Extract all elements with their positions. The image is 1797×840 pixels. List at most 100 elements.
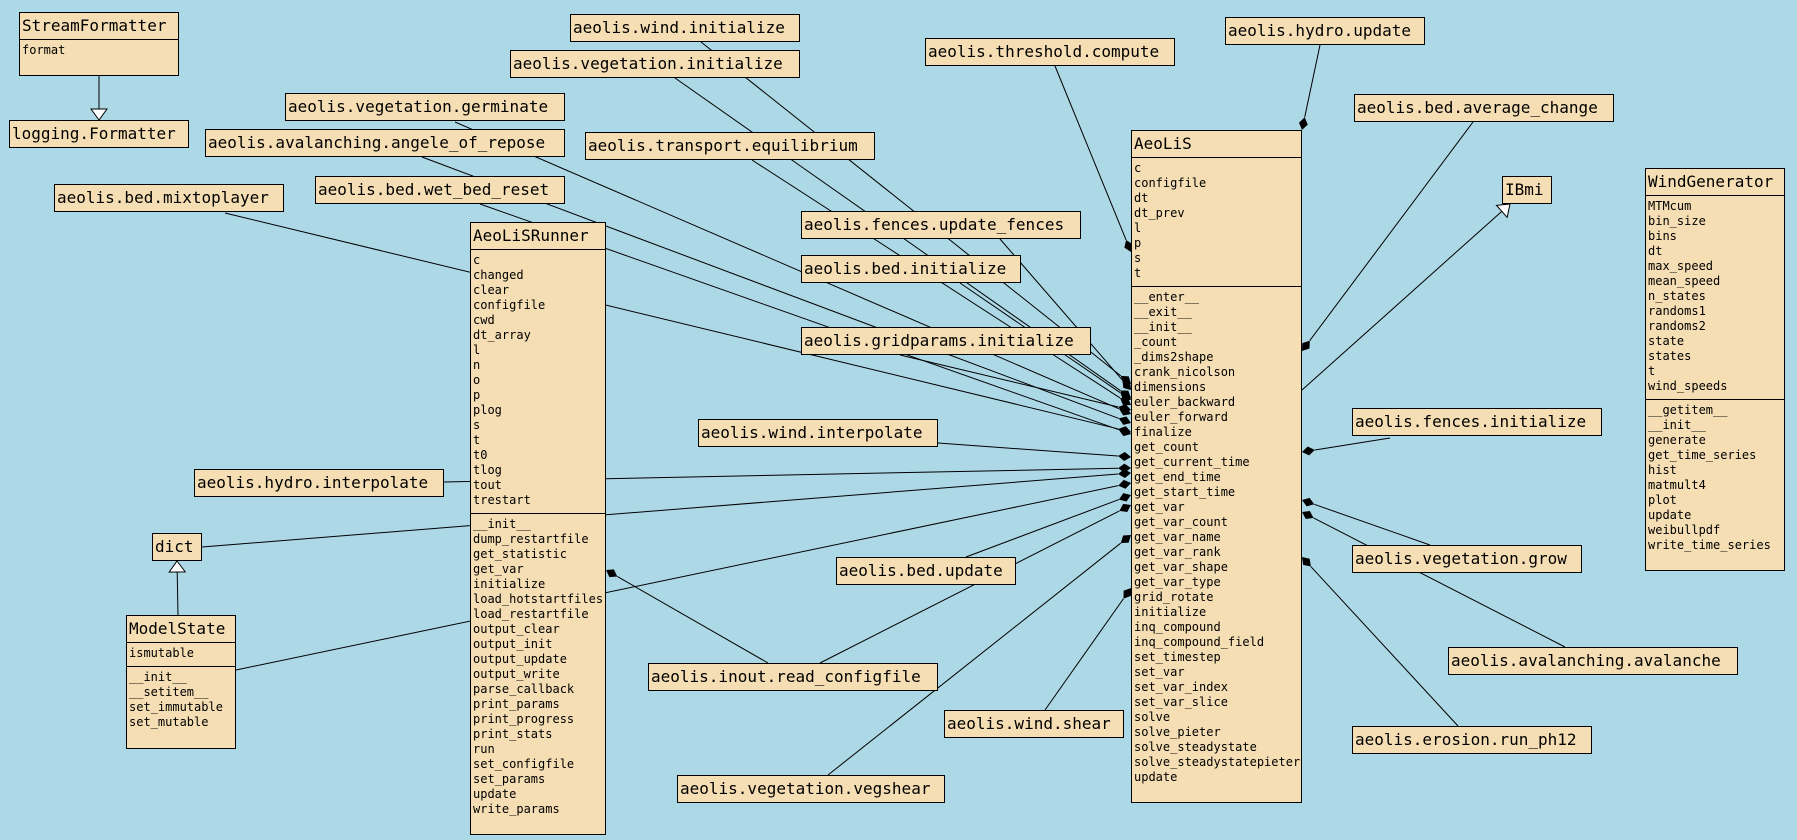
class-member: set_params: [473, 772, 546, 786]
class-member: randoms2: [1648, 319, 1706, 333]
composition-diamond: [1119, 407, 1131, 416]
node-avalanching-angele-of-repose[interactable]: aeolis.avalanching.angele_of_repose: [205, 129, 565, 157]
class-member: get_var_shape: [1134, 560, 1228, 574]
class-member: get_count: [1134, 440, 1200, 454]
class-member: changed: [473, 268, 524, 282]
class-member: s: [1134, 251, 1142, 265]
class-member: __getitem__: [1648, 403, 1728, 417]
class-member: update: [473, 787, 517, 801]
class-title: dict: [155, 537, 194, 556]
class-methods: format: [20, 39, 178, 63]
class-member: l: [473, 343, 481, 357]
composition-diamond: [1302, 557, 1311, 567]
node-vegetation-initialize[interactable]: aeolis.vegetation.initialize: [510, 50, 800, 78]
class-member: set_timestep: [1134, 650, 1221, 664]
node-bed-initialize[interactable]: aeolis.bed.initialize: [801, 255, 1021, 283]
class-member: max_speed: [1648, 259, 1714, 273]
edge-bed-update: [965, 499, 1120, 558]
class-member: p: [473, 388, 481, 402]
node-bed-mixtoplayer[interactable]: aeolis.bed.mixtoplayer: [54, 184, 284, 212]
class-member: grid_rotate: [1134, 590, 1214, 604]
class-member: randoms1: [1648, 304, 1706, 318]
edge-erosion-run-ph12: [1310, 566, 1459, 727]
node-threshold-compute[interactable]: aeolis.threshold.compute: [925, 38, 1175, 66]
class-member: bins: [1648, 229, 1677, 243]
node-wind-shear[interactable]: aeolis.wind.shear: [944, 710, 1124, 738]
edge-avalanching-avalanche: [1313, 517, 1566, 648]
node-bed-average-change[interactable]: aeolis.bed.average_change: [1354, 94, 1614, 122]
class-member: update: [1648, 508, 1692, 522]
class-member: __exit__: [1134, 305, 1192, 319]
class-member: solve: [1134, 710, 1171, 724]
class-member: get_var: [1134, 500, 1185, 514]
class-member: output_update: [473, 652, 567, 666]
class-member: dt_array: [473, 328, 531, 342]
class-member: output_write: [473, 667, 560, 681]
class-title: IBmi: [1505, 180, 1544, 199]
class-member: output_init: [473, 637, 553, 651]
node-bed-update[interactable]: aeolis.bed.update: [836, 557, 1016, 585]
node-vegetation-germinate[interactable]: aeolis.vegetation.germinate: [285, 93, 565, 121]
class-member: get_start_time: [1134, 485, 1236, 499]
class-member: print_progress: [473, 712, 575, 726]
class-member: format: [22, 43, 66, 57]
class-member: __init__: [129, 670, 187, 684]
node-erosion-run-ph12[interactable]: aeolis.erosion.run_ph12: [1352, 726, 1592, 754]
node-fences-initialize[interactable]: aeolis.fences.initialize: [1352, 408, 1602, 436]
node-inout-read-configfile[interactable]: aeolis.inout.read_configfile: [648, 663, 938, 691]
class-member: load_restartfile: [473, 607, 589, 621]
node-wind-initialize[interactable]: aeolis.wind.initialize: [570, 14, 800, 42]
class-logging-formatter[interactable]: logging.Formatter: [9, 120, 189, 148]
class-member: initialize: [1134, 605, 1207, 619]
composition-diamond: [1302, 497, 1315, 507]
class-member: inq_compound_field: [1134, 635, 1265, 649]
edge-bed-mixtoplayer: [224, 212, 1119, 430]
class-member: t: [473, 433, 481, 447]
class-member: set_immutable: [129, 700, 223, 714]
edge-inout-runner: [617, 576, 769, 664]
node-hydro-update[interactable]: aeolis.hydro.update: [1225, 17, 1425, 45]
composition-diamond: [1120, 375, 1131, 384]
node-avalanching-avalanche[interactable]: aeolis.avalanching.avalanche: [1448, 647, 1738, 675]
class-member: inq_compound: [1134, 620, 1221, 634]
composition-diamond: [1122, 380, 1131, 390]
class-member: c: [1134, 161, 1142, 175]
class-member: euler_forward: [1134, 410, 1228, 424]
class-ibmi[interactable]: IBmi: [1502, 176, 1552, 204]
class-member: __init__: [1134, 320, 1192, 334]
composition-diamond: [1118, 493, 1131, 502]
node-vegetation-grow[interactable]: aeolis.vegetation.grow: [1352, 545, 1582, 573]
node-fences-update-fences[interactable]: aeolis.fences.update_fences: [801, 211, 1081, 239]
edge-hydro-update: [1304, 44, 1321, 118]
node-wind-interpolate[interactable]: aeolis.wind.interpolate: [698, 419, 938, 447]
class-member: crank_nicolson: [1134, 365, 1236, 379]
class-member: print_stats: [473, 727, 553, 741]
class-member: set_var_slice: [1134, 695, 1228, 709]
class-member: solve_steadystatepieter: [1134, 755, 1301, 769]
class-member: __init__: [1648, 418, 1706, 432]
node-bed-wet-bed-reset[interactable]: aeolis.bed.wet_bed_reset: [315, 176, 565, 204]
edge-wind-initialize: [700, 41, 1122, 377]
node-transport-equilibrium[interactable]: aeolis.transport.equilibrium: [585, 132, 875, 160]
class-member: wind_speeds: [1648, 379, 1728, 393]
composition-diamond: [1118, 479, 1131, 489]
class-member: dt: [1134, 191, 1149, 205]
class-modelstate[interactable]: ModelState ismutable __init____setitem__…: [126, 615, 236, 749]
node-gridparams-initialize[interactable]: aeolis.gridparams.initialize: [801, 327, 1091, 355]
node-vegetation-vegshear[interactable]: aeolis.vegetation.vegshear: [677, 775, 945, 803]
class-dict[interactable]: dict: [152, 533, 202, 561]
class-member: trestart: [473, 493, 531, 507]
class-member: output_clear: [473, 622, 560, 636]
class-member: dimensions: [1134, 380, 1207, 394]
class-member: t0: [473, 448, 488, 462]
class-member: get_end_time: [1134, 470, 1221, 484]
class-member: solve_steadystate: [1134, 740, 1257, 754]
class-streamformatter[interactable]: StreamFormatter format: [19, 12, 179, 76]
class-member: t: [1648, 364, 1656, 378]
node-hydro-interpolate[interactable]: aeolis.hydro.interpolate: [194, 469, 444, 497]
